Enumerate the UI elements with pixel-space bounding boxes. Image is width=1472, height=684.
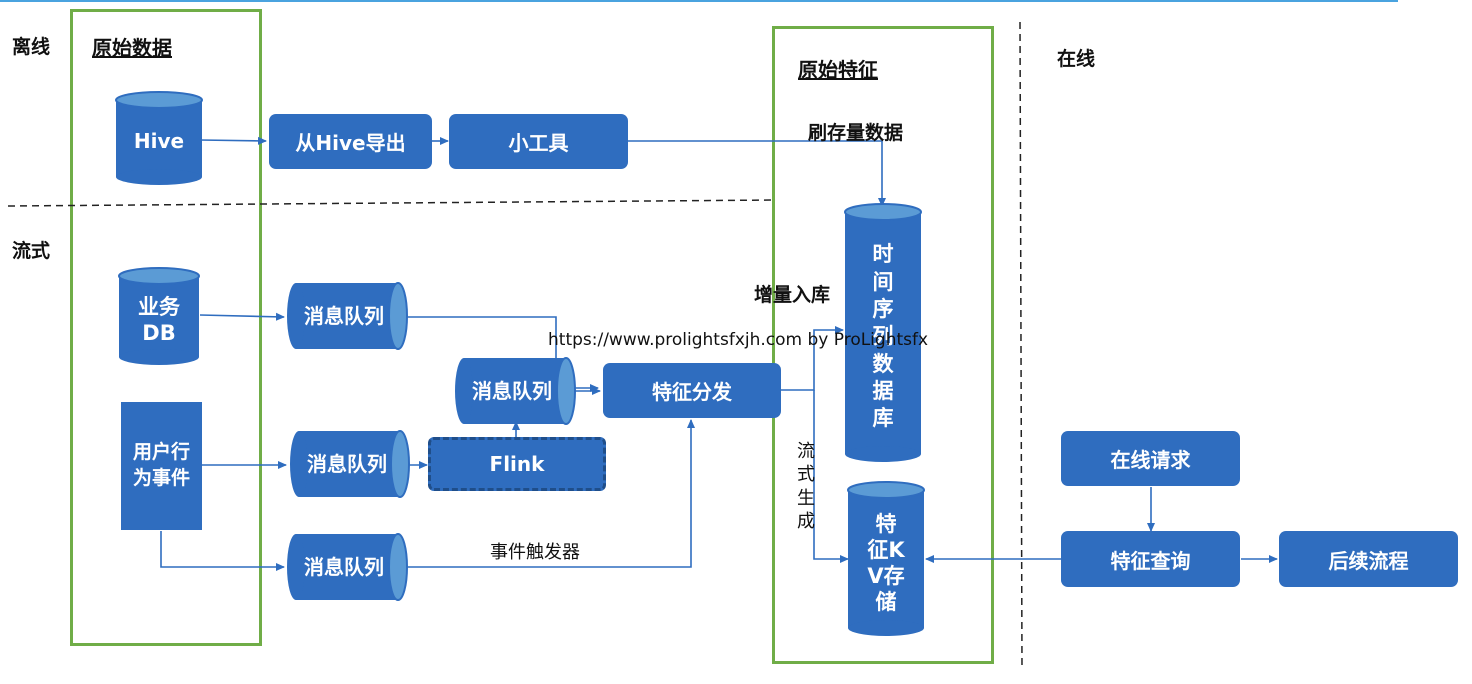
business-db-cylinder [118,267,200,365]
arrow-mq4-dispatch [406,419,695,568]
stream-gen-annotation: 流式生成 [797,441,815,533]
mq2-label: 消息队列 [472,378,552,403]
offline-stream-divider [7,199,777,207]
mq4-label: 消息队列 [304,554,384,579]
small-tool-node: 小工具 [449,114,628,169]
event-trigger-annotation: 事件触发器 [490,542,580,563]
mq4-cylinder [287,533,408,601]
raw-data-group [70,9,262,646]
tsdb-text: 时间序列数据库 [872,242,894,431]
business-db-label: 业务DB [119,282,199,358]
feature-dispatch-node: 特征分发 [603,363,781,418]
arrow-dispatch-tsdb [781,326,844,391]
hive-cylinder [115,91,203,185]
arrow-tool-tsdb [628,140,886,207]
mq1-label: 消息队列 [304,303,384,328]
tsdb-label: 时间序列数据库 [845,222,921,452]
raw-data-title: 原始数据 [92,36,172,60]
mq1-cylinder [287,282,408,350]
raw-features-group [772,26,994,664]
section-online: 在线 [1057,48,1096,70]
raw-features-title: 原始特征 [798,58,878,82]
user-events-node: 用户行为事件 [121,402,202,530]
tsdb-cylinder [844,203,922,462]
follow-up-node: 后续流程 [1279,531,1458,587]
kv-label: 特征KV存储 [848,496,924,630]
backfill-annotation: 刷存量数据 [808,122,904,144]
user-events-text: 用户行为事件 [132,441,190,489]
export-from-hive-node: 从Hive导出 [269,114,432,169]
online-request-node: 在线请求 [1061,431,1240,486]
arrow-mq1-dispatch [406,316,599,392]
mq2-cylinder [455,357,576,425]
kv-text: 特征KV存储 [867,511,905,615]
arrow-hive-export [199,136,267,145]
arrow-dispatch-kv [813,390,849,563]
arrow-events-mq4 [160,531,285,571]
mq3-cylinder [290,430,410,498]
top-rule [0,0,1398,2]
watermark-text: https://www.prolightsfxjh.com by ProLigh… [548,330,929,350]
incremental-annotation: 增量入库 [754,284,831,306]
section-streaming: 流式 [12,240,51,262]
feature-query-node: 特征查询 [1061,531,1240,587]
flink-node: Flink [428,437,606,491]
section-offline: 离线 [12,36,51,58]
mq3-label: 消息队列 [307,451,387,476]
online-divider [1019,21,1023,669]
arrow-db-mq1 [199,312,285,321]
business-db-text: 业务DB [138,294,180,345]
hive-label: Hive [133,128,185,153]
kv-cylinder [847,481,925,636]
